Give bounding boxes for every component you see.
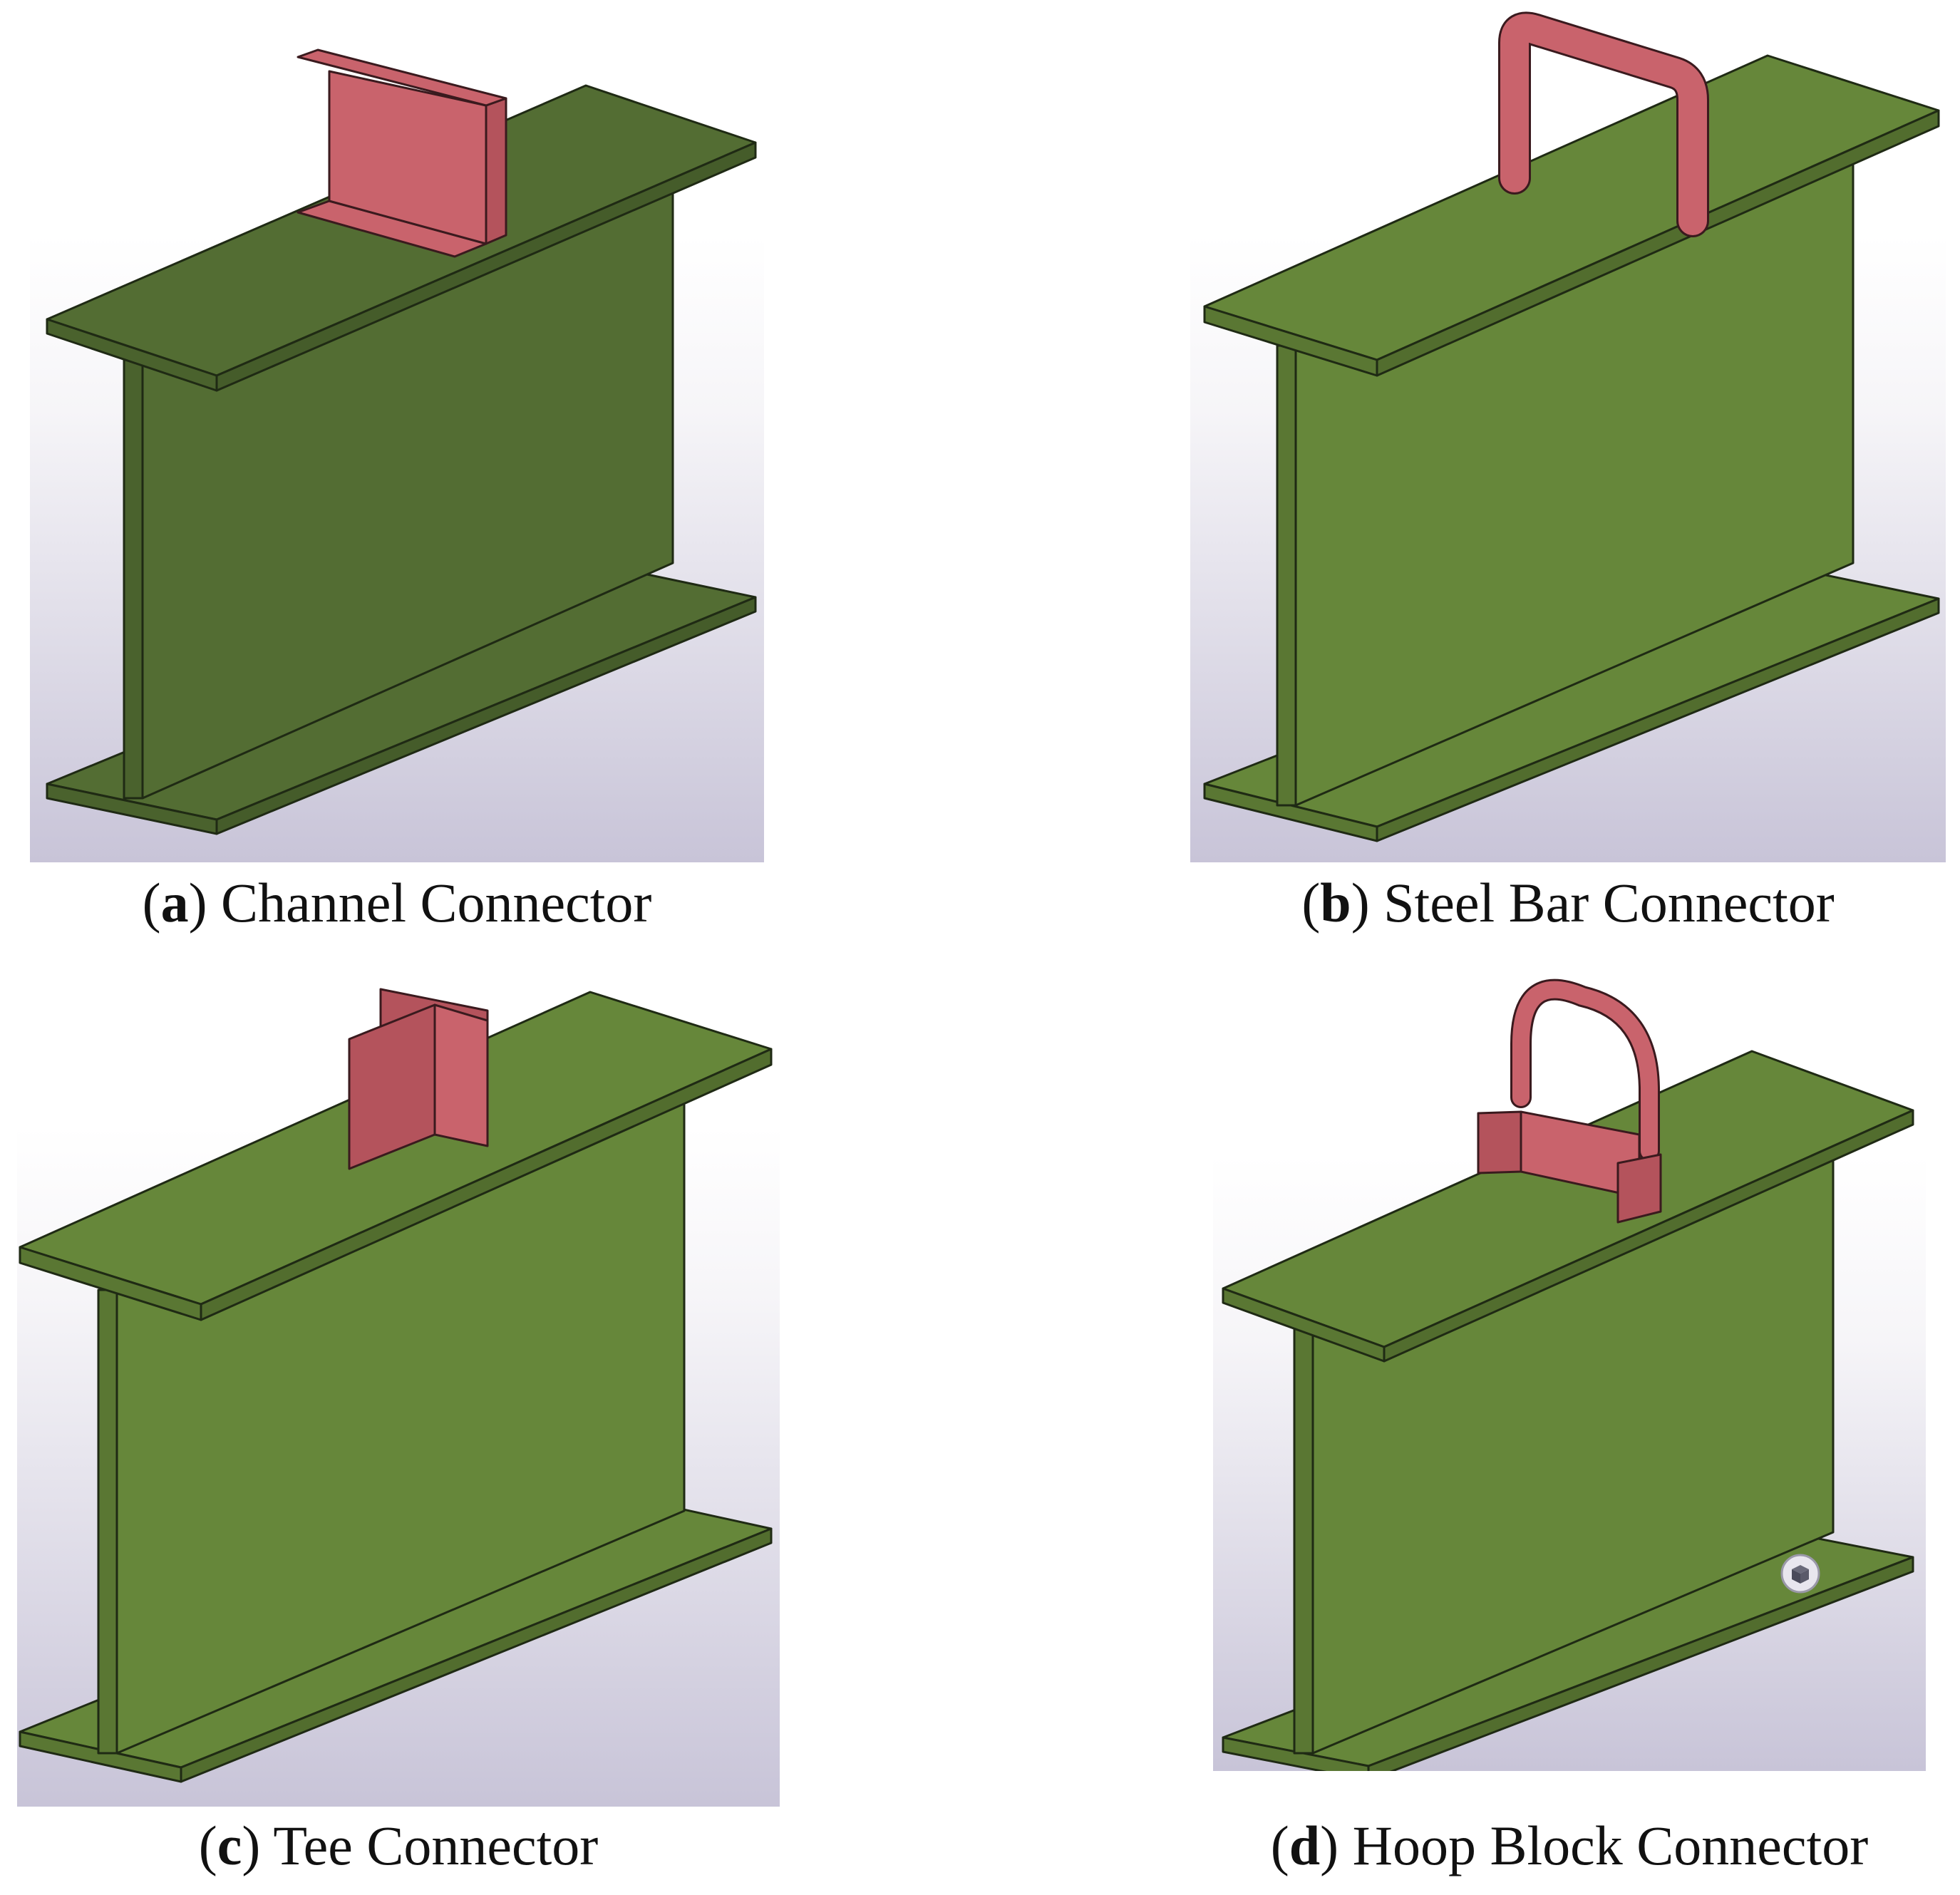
hoop <box>1512 981 1658 1160</box>
channel-web-edge <box>485 97 507 245</box>
caption-a-label: Channel Connector <box>221 872 652 934</box>
bottom-flange-side <box>1367 1556 1914 1771</box>
web-edge <box>1293 1328 1314 1755</box>
bottom-flange-side <box>180 1527 773 1783</box>
steel-bar-connector-diagram <box>1190 11 1946 862</box>
panel-b-steel-bar-connector <box>1190 0 1946 862</box>
steel-bar <box>1500 14 1707 235</box>
top-flange-side <box>1383 1109 1914 1363</box>
bottom-flange-side <box>215 596 757 835</box>
web-edge <box>123 358 144 800</box>
caption-c: (c) Tee Connector <box>198 1814 599 1876</box>
channel-connector-diagram <box>30 48 764 862</box>
caption-c-label: Tee Connector <box>273 1814 599 1876</box>
web-edge <box>1276 344 1297 807</box>
top-flange-side <box>200 1048 773 1321</box>
block-right-plate <box>1616 1153 1662 1224</box>
caption-a: (a) Channel Connector <box>142 872 652 934</box>
caption-c-letter: c <box>217 1814 242 1876</box>
caption-d-label: Hoop Block Connector <box>1352 1814 1869 1876</box>
bottom-flange-side <box>1376 597 1940 842</box>
top-flange-side <box>215 141 757 392</box>
caption-b-letter: b <box>1320 872 1351 934</box>
web-edge <box>97 1289 118 1755</box>
hoop-block-connector-diagram <box>1213 979 1926 1771</box>
panel-a-channel-connector <box>30 0 764 862</box>
channel-top-flange <box>296 48 507 107</box>
view-cube-left-face <box>1792 1569 1800 1584</box>
caption-b-label: Steel Bar Connector <box>1383 872 1835 934</box>
view-cube-right-face <box>1800 1569 1809 1584</box>
caption-a-letter: a <box>160 872 189 934</box>
tee-connector-diagram <box>17 988 780 1807</box>
top-flange-side <box>1376 109 1940 377</box>
panel-d-hoop-block-connector <box>1213 976 1926 1771</box>
caption-b: (b) Steel Bar Connector <box>1301 872 1835 934</box>
tee-stem <box>433 1003 489 1147</box>
caption-d-letter: d <box>1289 1814 1321 1876</box>
caption-d: (d) Hoop Block Connector <box>1270 1814 1869 1876</box>
block-left-plate <box>1477 1110 1522 1174</box>
panel-c-tee-connector <box>17 976 780 1807</box>
